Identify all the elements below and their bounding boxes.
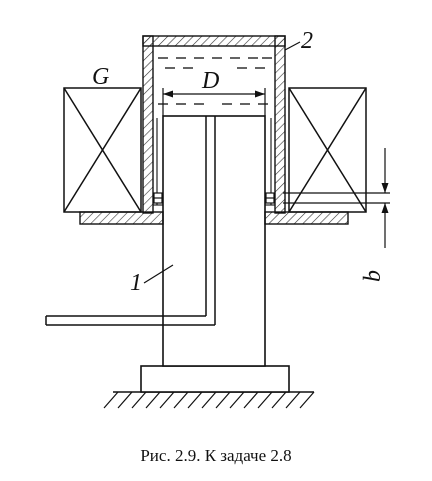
pipe [45,116,216,326]
rod [162,115,266,367]
gap-walls [153,118,275,206]
magnet-base-plate [79,211,349,225]
label-b: b [360,270,386,282]
cup [142,35,286,214]
coil-right [288,87,367,213]
ground [103,391,315,409]
label-1: 1 [130,270,142,296]
label-d: D [201,68,219,94]
dimension-b [283,148,390,248]
seals [153,192,275,204]
figure-caption: Рис. 2.9. К задаче 2.8 [140,446,292,465]
label-g: G [92,64,109,90]
coil-left [63,87,142,213]
base-block [140,365,290,393]
dimension-d [162,88,266,116]
label-2: 2 [301,28,313,54]
leaders [143,41,301,284]
